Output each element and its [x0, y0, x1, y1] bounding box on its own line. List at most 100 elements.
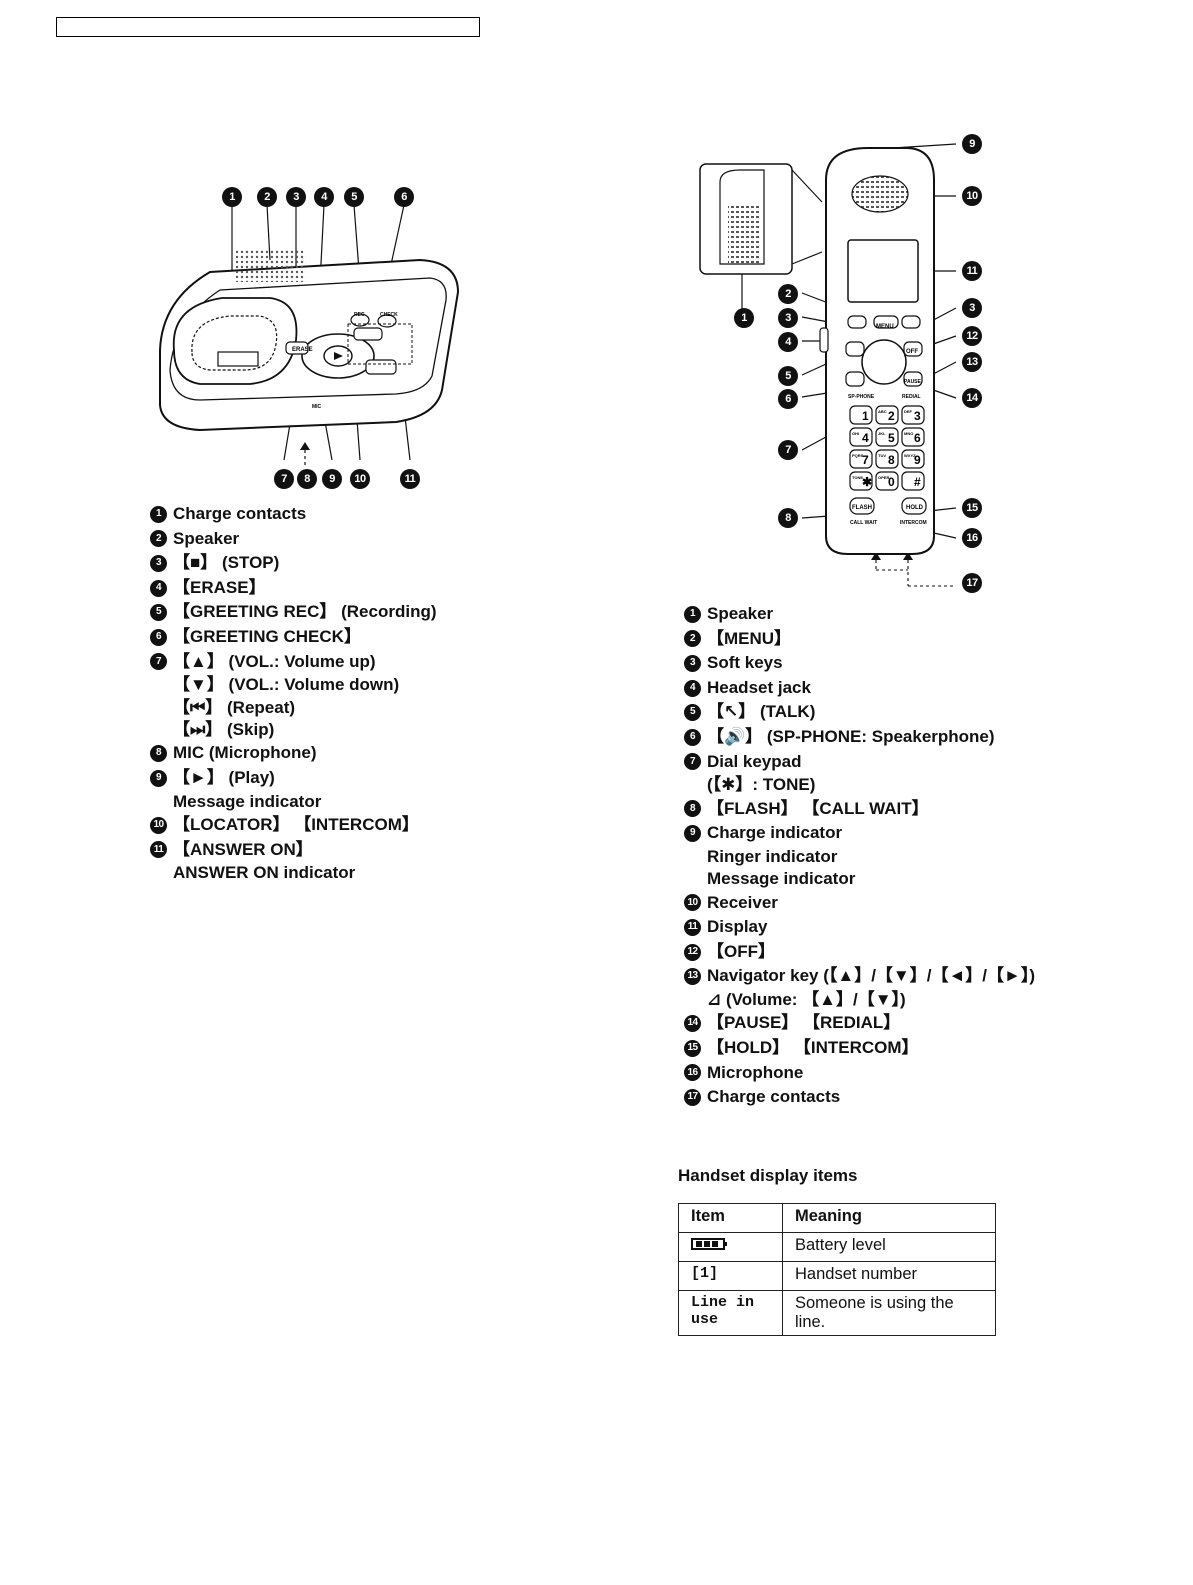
legend-item: 12 【OFF】	[684, 940, 1035, 965]
handset-sp-phone-label: SP-PHONE	[848, 394, 875, 400]
legend-subtext: Ringer indicator	[707, 846, 838, 866]
table-cell-item	[678, 1232, 783, 1262]
base-check-label: CHECK	[380, 312, 398, 318]
base-callout-5: 5	[344, 187, 364, 207]
legend-item: 11【ANSWER ON】 ANSWER ON indicator	[150, 838, 437, 885]
handset-hold-label: HOLD	[906, 505, 924, 511]
legend-number: 3	[150, 554, 167, 572]
keypad-digit: ✱	[862, 475, 872, 489]
base-callout-11: 11	[400, 469, 420, 489]
handset-callout-5: 5	[778, 366, 798, 386]
legend-text: 【FLASH】 【CALL WAIT】	[707, 798, 929, 818]
keypad-letters: ABC	[878, 409, 887, 414]
keypad-digit: 4	[862, 431, 869, 445]
base-unit-illustration: ERASE REC CHECK MIC	[159, 204, 460, 465]
keypad-letters: JKL	[878, 431, 886, 436]
legend-text: MIC (Microphone)	[173, 743, 317, 763]
legend-text: Microphone	[707, 1062, 804, 1082]
base-callout-10: 10	[350, 469, 370, 489]
legend-text: Speaker	[173, 528, 240, 548]
handset-callout-6: 6	[778, 389, 798, 409]
table-row: Battery level	[678, 1232, 996, 1262]
handset-callout-10: 10	[962, 186, 982, 206]
legend-number: 9	[150, 769, 167, 787]
legend-number: 6	[150, 628, 167, 646]
legend-item: 6【🔊】 (SP-PHONE: Speakerphone)	[684, 725, 1035, 750]
legend-number: 7	[684, 753, 701, 771]
legend-text: 【GREETING REC】 (Recording)	[173, 602, 437, 622]
handset-callout-8: 8	[778, 508, 798, 528]
legend-item: 5【↖】 (TALK)	[684, 700, 1035, 725]
base-stop-label: ERASE	[292, 347, 313, 353]
base-callout-4: 4	[314, 187, 334, 207]
handset-callout-11: 11	[962, 261, 982, 281]
battery-icon	[691, 1238, 727, 1250]
legend-text: Headset jack	[707, 677, 811, 697]
display-items-title: Handset display items	[678, 1166, 858, 1185]
legend-number: 8	[684, 800, 701, 818]
legend-subtext: ANSWER ON indicator	[173, 863, 356, 883]
legend-text: Charge indicator	[707, 823, 843, 843]
handset-callout-14: 14	[962, 388, 982, 408]
legend-number: 12	[684, 943, 701, 961]
handset-call-wait-label: CALL WAIT	[850, 520, 877, 526]
keypad-key: ✱TONE	[849, 471, 873, 491]
legend-text: 【LOCATOR】 【INTERCOM】	[173, 814, 419, 834]
legend-number: 10	[684, 894, 701, 912]
table-row: Line in use Someone is using the line.	[678, 1290, 996, 1336]
handset-pause-label: PAUSE	[904, 379, 922, 385]
handset-off-label: OFF	[906, 349, 918, 355]
handset-callout-4: 4	[778, 332, 798, 352]
handset-callout-15: 15	[962, 498, 982, 518]
handset-callout-7: 7	[778, 440, 798, 460]
legend-number: 6	[684, 728, 701, 746]
legend-number: 8	[150, 745, 167, 763]
table-cell-item: Line in use	[678, 1290, 783, 1336]
keypad-letters: DEF	[904, 409, 913, 414]
legend-number: 3	[684, 654, 701, 672]
legend-text: 【GREETING CHECK】	[173, 626, 361, 646]
legend-number: 1	[150, 505, 167, 523]
legend-item: 7【▲】 (VOL.: Volume up) 【▼】 (VOL.: Volume…	[150, 650, 437, 742]
legend-subtext: Message indicator	[173, 791, 322, 811]
legend-text: 【ANSWER ON】	[173, 839, 313, 859]
base-callout-8: 8	[297, 469, 317, 489]
legend-item: 10 Receiver	[684, 891, 1035, 916]
legend-item: 10【LOCATOR】 【INTERCOM】	[150, 813, 437, 838]
keypad-letters: MNO	[904, 431, 913, 436]
keypad-digit: 2	[888, 409, 895, 423]
base-callout-7: 7	[274, 469, 294, 489]
base-callout-9: 9	[322, 469, 342, 489]
legend-text: 【OFF】	[707, 941, 775, 961]
base-mic-label: MIC	[312, 404, 322, 410]
legend-subtext: Message indicator	[707, 869, 856, 889]
legend-text: 【PAUSE】 【REDIAL】	[707, 1013, 901, 1033]
legend-item: 2【MENU】	[684, 627, 1035, 652]
legend-text: Navigator key (【▲】/【▼】/【◄】/【►】)	[707, 966, 1036, 986]
table-cell-meaning: Someone is using the line.	[782, 1290, 996, 1336]
page-header-box	[56, 17, 480, 37]
keypad-digit: 8	[888, 453, 895, 467]
keypad-digit: 9	[914, 453, 921, 467]
legend-item: 3【■】 (STOP)	[150, 551, 437, 576]
handset-menu-label: MENU	[876, 324, 894, 330]
legend-item: 8 【FLASH】 【CALL WAIT】	[684, 797, 1035, 822]
legend-number: 5	[150, 604, 167, 622]
handset-flash-label: FLASH	[852, 505, 872, 511]
base-callout-1: 1	[222, 187, 242, 207]
legend-text: Receiver	[707, 892, 778, 912]
keypad-digit: 7	[862, 453, 869, 467]
